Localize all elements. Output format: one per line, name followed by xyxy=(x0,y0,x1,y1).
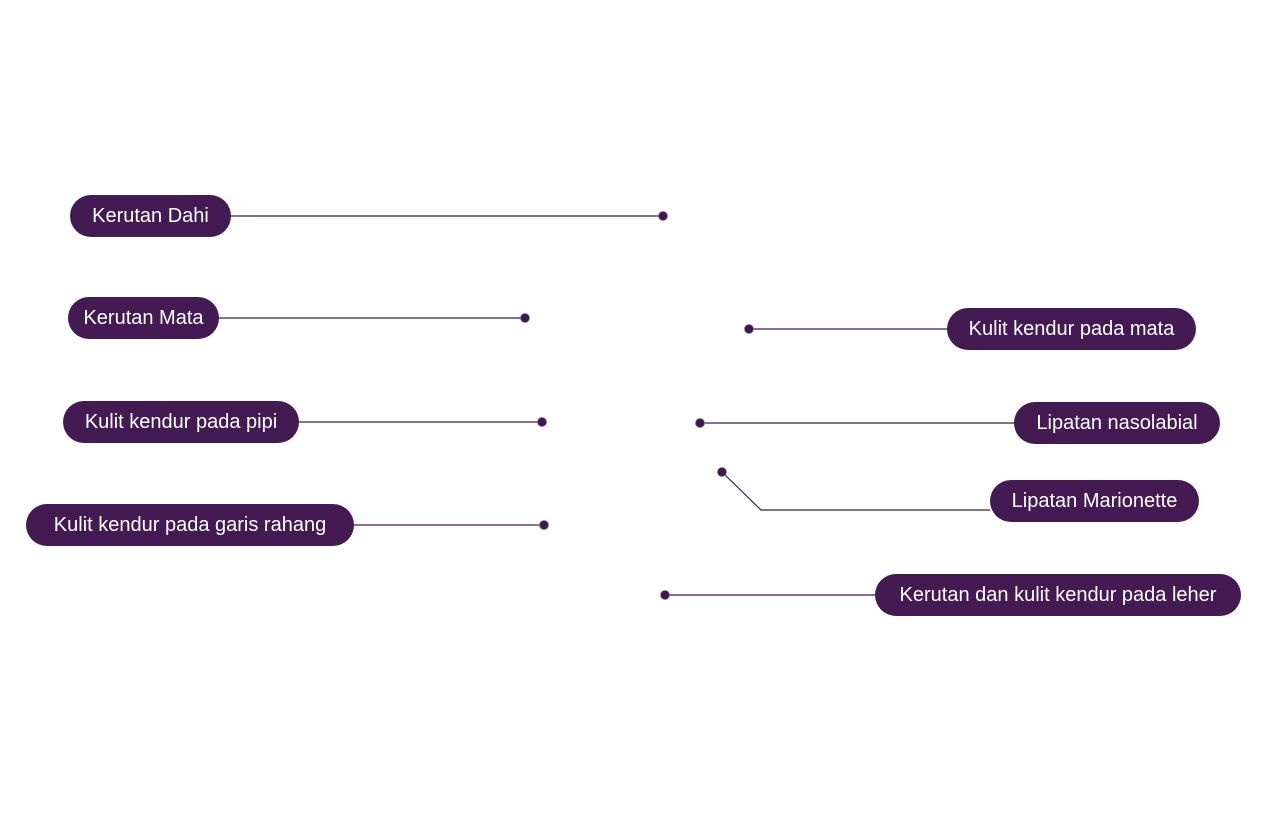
anchor-dot-kulit-kendur-garis-rahang xyxy=(539,520,549,530)
label-kulit-kendur-mata: Kulit kendur pada mata xyxy=(947,308,1196,350)
anchor-dot-kerutan-dahi xyxy=(658,211,668,221)
label-lipatan-nasolabial: Lipatan nasolabial xyxy=(1014,402,1220,444)
anchor-dot-kulit-kendur-mata xyxy=(744,324,754,334)
anchor-dot-kulit-kendur-pipi xyxy=(537,417,547,427)
label-lipatan-marionette: Lipatan Marionette xyxy=(990,480,1199,522)
anchor-dot-kerutan-kulit-kendur-leher xyxy=(660,590,670,600)
anchor-dot-lipatan-nasolabial xyxy=(695,418,705,428)
anchor-dot-lipatan-marionette xyxy=(717,467,727,477)
leader-line-lipatan-marionette xyxy=(721,471,990,511)
label-kulit-kendur-pipi: Kulit kendur pada pipi xyxy=(63,401,299,443)
label-kulit-kendur-garis-rahang: Kulit kendur pada garis rahang xyxy=(26,504,354,546)
label-kerutan-kulit-kendur-leher: Kerutan dan kulit kendur pada leher xyxy=(875,574,1241,616)
label-kerutan-mata: Kerutan Mata xyxy=(68,297,219,339)
label-kerutan-dahi: Kerutan Dahi xyxy=(70,195,231,237)
anchor-dot-kerutan-mata xyxy=(520,313,530,323)
